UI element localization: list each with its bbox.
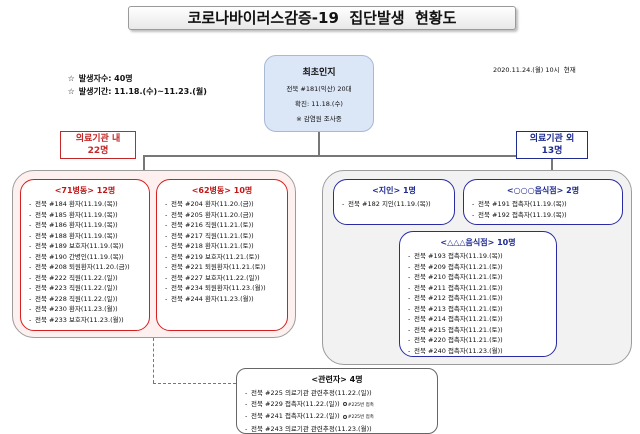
list-item: -전북 #213 접촉자(11.21.(토)) <box>408 304 503 313</box>
list-item: -전북 #243 의료기관 관련추정(11.23.(월)) <box>245 424 372 433</box>
ward-71-title: <71병동> 12명 <box>54 186 116 195</box>
inside-hospital-panel: <71병동> 12명 -전북 #184 환자(11.19.(목)) -전북 #1… <box>12 170 296 338</box>
list-item: -전북 #192 접촉자(11.19.(목)) <box>472 210 567 219</box>
restaurant-b-title: <△△△음식점> 10명 <box>440 238 516 247</box>
occurrence-summary: ☆발생자수: 40명 <box>62 64 133 84</box>
list-item: -전북 #191 접촉자(11.19.(목)) <box>472 200 567 208</box>
list-item: -전북 #240 접촉자(11.23.(월)) <box>408 346 503 355</box>
list-item: -전북 #229 접촉자(11.22.(일))#225번 접촉 <box>245 399 374 408</box>
list-item: -전북 #188 환자(11.19.(목)) <box>29 231 118 240</box>
first-case-confirmed: 확진: 11.18.(수) <box>295 100 343 108</box>
acquaintance-box: <지인> 1명 -전북 #182 지인(11.19.(목)) <box>333 179 455 225</box>
restaurant-b-box: <△△△음식점> 10명 -전북 #193 접촉자(11.19.(목)) -전북… <box>399 231 557 357</box>
restaurant-a-box: <○○○음식점> 2명 -전북 #191 접촉자(11.19.(목)) -전북 … <box>463 179 623 225</box>
list-item: -전북 #225 의료기관 관련추정(11.22.(일)) <box>245 389 372 397</box>
connector-line <box>551 155 553 170</box>
list-item: -전북 #233 보호자(11.23.(월)) <box>29 315 124 324</box>
list-item: -전북 #222 직원(11.22.(일)) <box>29 273 118 282</box>
related-title: <관련자> 4명 <box>311 375 363 384</box>
list-item: -전북 #190 간병인(11.19.(목)) <box>29 252 124 261</box>
connector-line <box>318 132 320 156</box>
list-item: -전북 #216 직원(11.21.(토)) <box>165 221 254 229</box>
outside-hospital-panel: <지인> 1명 -전북 #182 지인(11.19.(목)) <○○○음식점> … <box>322 170 632 365</box>
star-icon: ☆ <box>67 87 75 96</box>
occurrence-count: 발생자수: 40명 <box>78 74 133 83</box>
list-item: -전북 #209 접촉자(11.21.(토)) <box>408 262 503 271</box>
list-item: -전북 #218 환자(11.21.(토)) <box>165 242 254 250</box>
as-of-date: 2020.11.24.(월) 10시 현재 <box>493 66 576 74</box>
first-case-box: 최초인지 전북 #181(익산) 20대 확진: 11.18.(수) ※ 감염원… <box>264 55 374 132</box>
inside-hospital-label: 의료기관 내 22명 <box>60 131 136 159</box>
list-item: -전북 #186 환자(11.19.(목)) <box>29 221 118 229</box>
page-title: 코로나바이러스감증-19 집단발생 현황도 <box>128 6 516 30</box>
list-item: -전북 #205 환자(11.20.(금)) <box>165 210 254 219</box>
connector-line <box>153 338 154 383</box>
period-summary: ☆발생기간: 11.18.(수)~11.23.(월) <box>62 77 207 97</box>
list-item: -전북 #214 접촉자(11.21.(토)) <box>408 315 503 323</box>
outside-hospital-label: 의료기관 외 13명 <box>516 131 588 159</box>
list-item: -전북 #210 접촉자(11.21.(토)) <box>408 273 503 281</box>
list-item: -전북 #212 접촉자(11.21.(토)) <box>408 294 503 302</box>
ward-71-box: <71병동> 12명 -전북 #184 환자(11.19.(목)) -전북 #1… <box>20 179 150 331</box>
star-icon: ☆ <box>67 74 75 83</box>
list-item: -전북 #223 직원(11.22.(일)) <box>29 284 118 292</box>
list-item: -전북 #228 직원(11.22.(일)) <box>29 294 118 303</box>
list-item: -전북 #208 퇴원환자(11.20.(금)) <box>29 263 130 271</box>
restaurant-a-title: <○○○음식점> 2명 <box>506 186 580 195</box>
occurrence-period: 발생기간: 11.18.(수)~11.23.(월) <box>78 87 207 96</box>
list-item: -전북 #185 환자(11.19.(목)) <box>29 210 118 219</box>
list-item: -전북 #230 환자(11.23.(월)) <box>29 305 118 313</box>
ward-62-box: <62병동> 10명 -전북 #204 환자(11.20.(금)) -전북 #2… <box>156 179 288 331</box>
list-item: -전북 #234 퇴원환자(11.23.(월)) <box>165 284 266 292</box>
first-case-title: 최초인지 <box>302 68 336 78</box>
list-item: -전북 #221 퇴원환자(11.21.(토)) <box>165 263 266 271</box>
related-note: #225번 접촉 <box>347 415 374 420</box>
connector-line <box>143 155 145 170</box>
list-item: -전북 #211 접촉자(11.21.(토)) <box>408 283 503 292</box>
connector-line <box>153 383 236 384</box>
list-item: -전북 #184 환자(11.19.(목)) <box>29 200 118 208</box>
list-item: -전북 #204 환자(11.20.(금)) <box>165 200 254 208</box>
related-persons-box: <관련자> 4명 -전북 #225 의료기관 관련추정(11.22.(일)) -… <box>236 368 438 434</box>
first-case-note: ※ 감염원 조사중 <box>296 115 342 123</box>
circle-marker-icon <box>342 402 347 406</box>
list-item: -전북 #241 접촉자(11.22.(일))#225번 접촉 <box>245 412 374 420</box>
first-case-id: 전북 #181(익산) 20대 <box>286 85 352 93</box>
acquaintance-title: <지인> 1명 <box>372 186 416 195</box>
list-item: -전북 #227 보호자(11.22.(일)) <box>165 273 260 282</box>
list-item: -전북 #244 환자(11.23.(월)) <box>165 294 254 303</box>
list-item: -전북 #219 보호자(11.21.(토)) <box>165 252 260 261</box>
connector-line <box>143 155 552 157</box>
circle-marker-icon <box>342 414 347 419</box>
list-item: -전북 #217 직원(11.21.(토)) <box>165 231 254 240</box>
list-item: -전북 #182 지인(11.19.(목)) <box>342 200 431 208</box>
list-item: -전북 #189 보호자(11.19.(목)) <box>29 242 124 250</box>
related-note: #225번 접촉 <box>347 402 374 408</box>
list-item: -전북 #220 접촉자(11.21.(토)) <box>408 336 503 344</box>
list-item: -전북 #215 접촉자(11.21.(토)) <box>408 325 503 334</box>
list-item: -전북 #193 접촉자(11.19.(목)) <box>408 252 503 260</box>
ward-62-title: <62병동> 10명 <box>191 186 253 195</box>
